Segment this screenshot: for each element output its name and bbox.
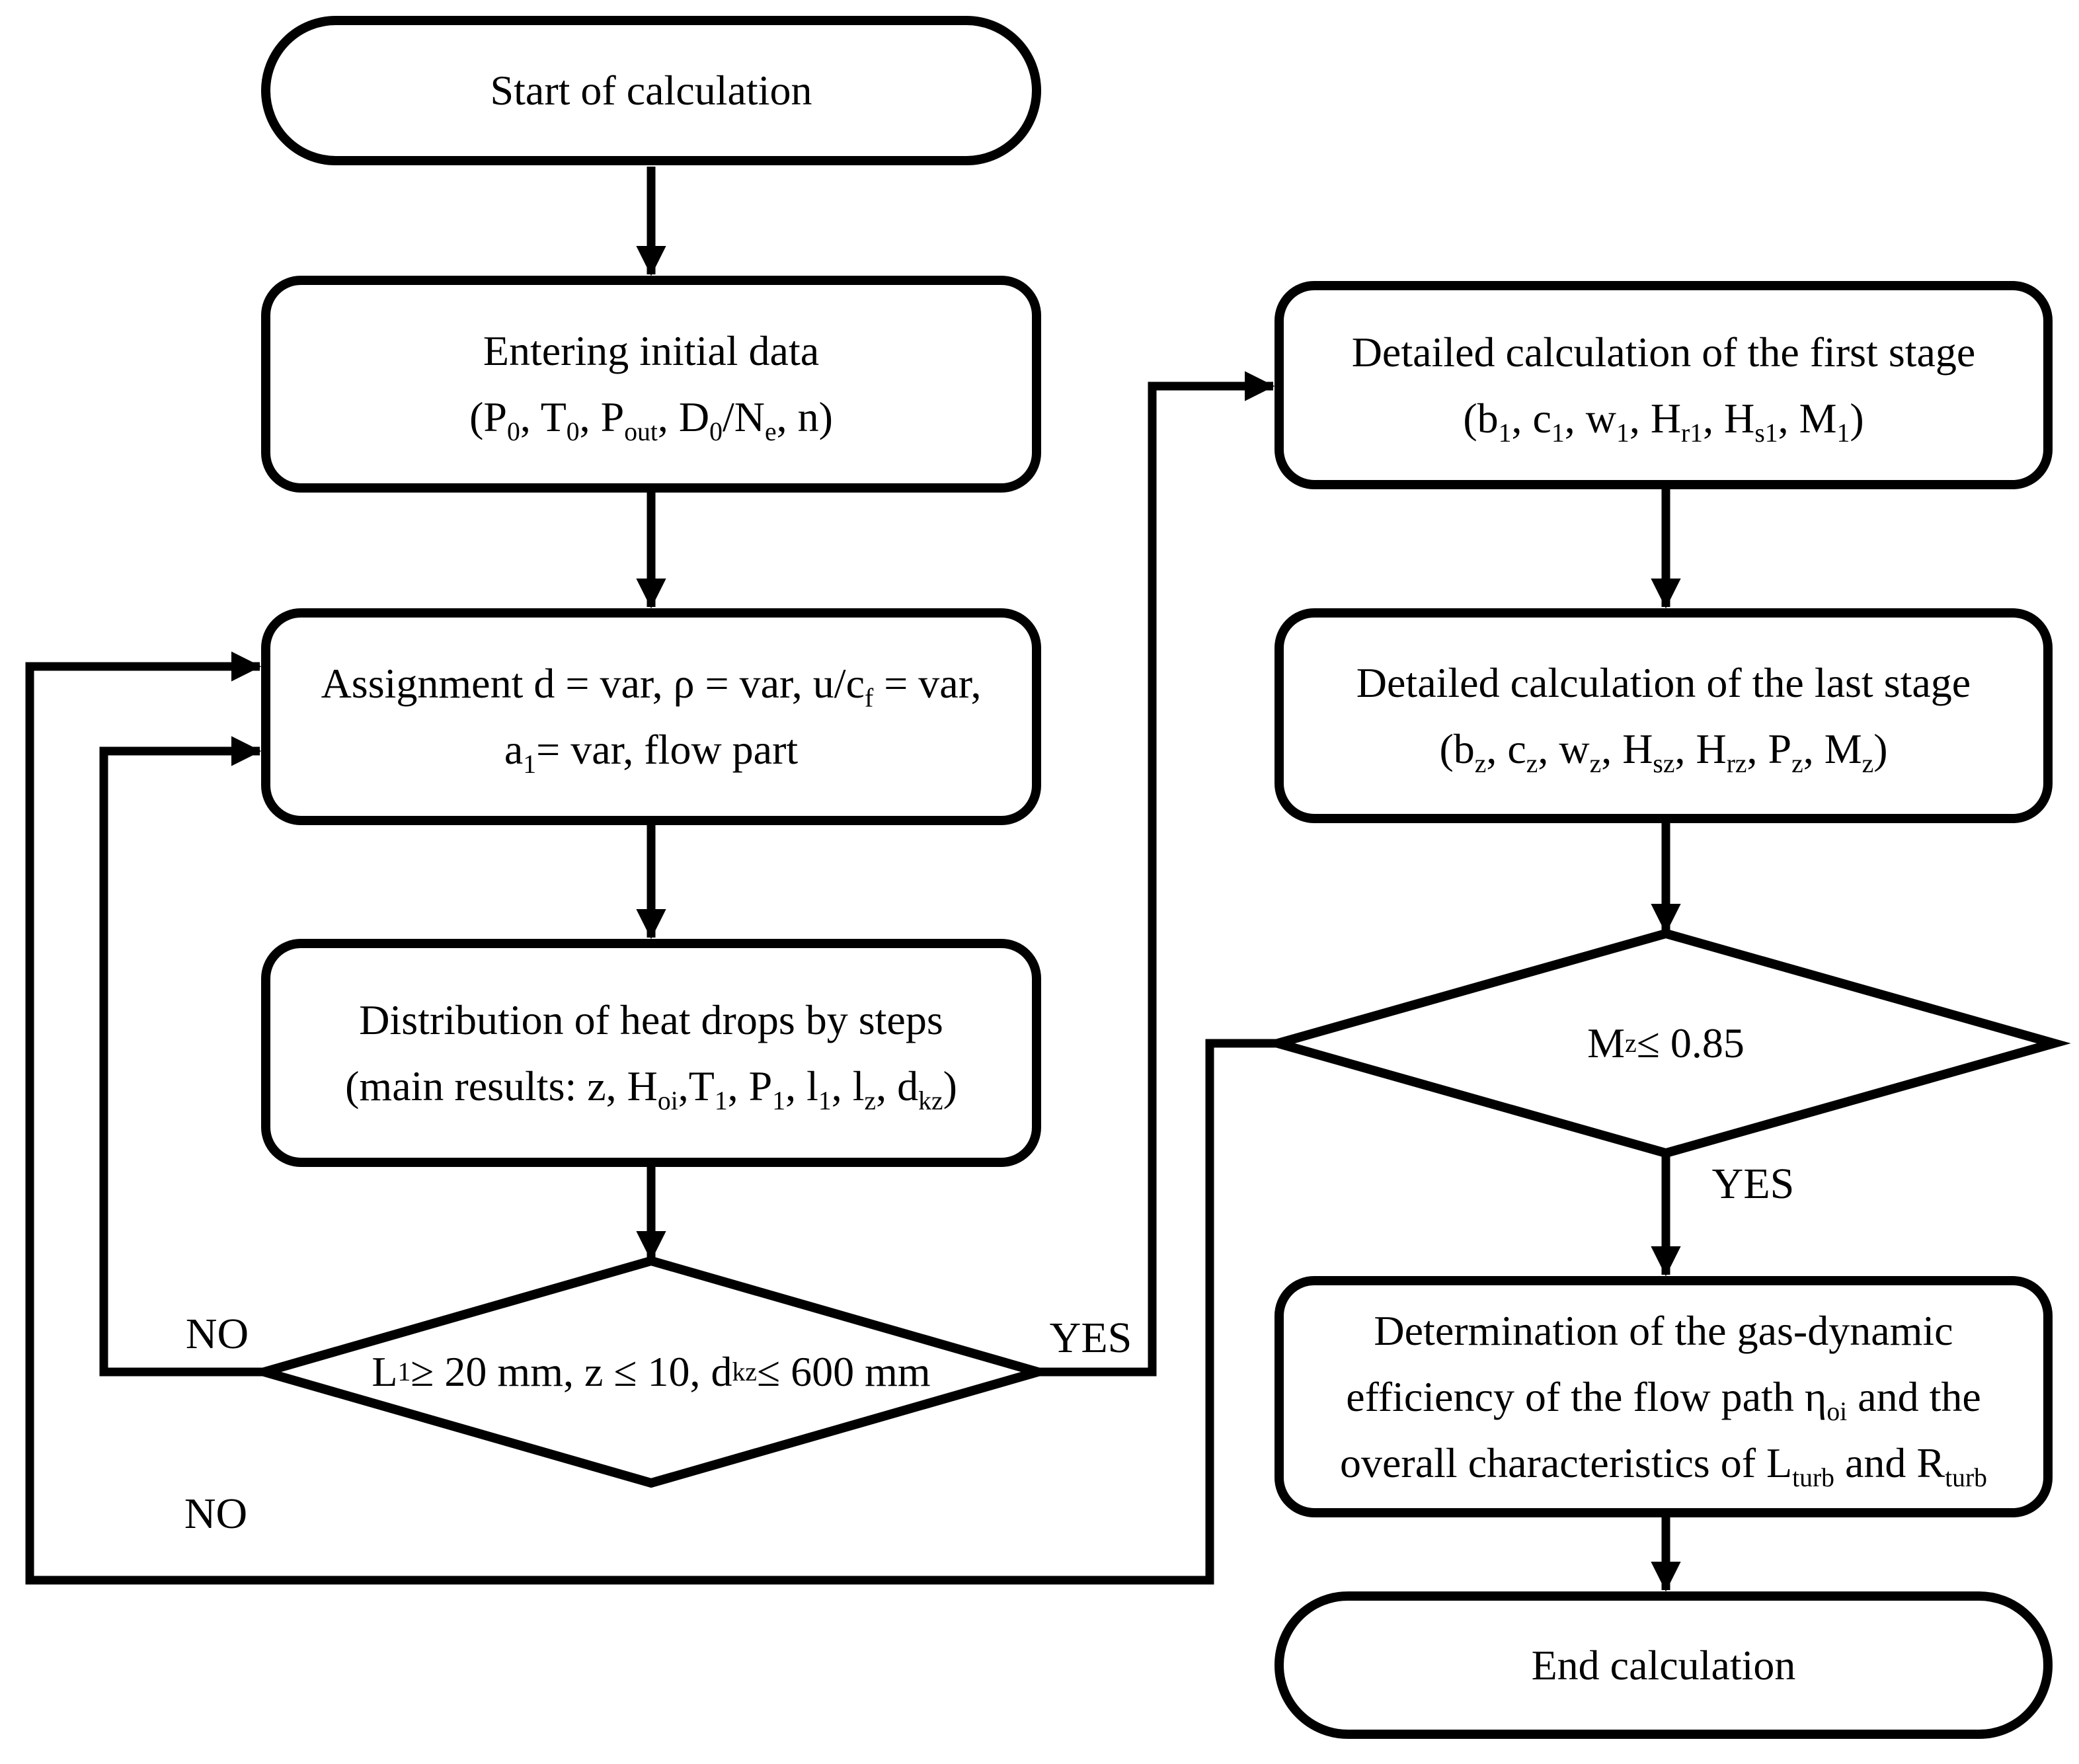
decision1-yes-label: YES [1049,1314,1132,1362]
decision2-no-label: NO [184,1490,248,1538]
node-distribution-line1: Distribution of heat drops by steps [359,996,943,1043]
node-entering-initial-data: Entering initial data (P0, T0, Pout, D0/… [261,276,1041,493]
node-determination-line1: Determination of the gas-dynamic [1374,1306,1953,1354]
edge-decision1-no-assignment [99,736,264,1377]
edge-decision1-yes-first [1038,371,1275,1377]
node-first-line1: Detailed calculation of the first stage [1351,328,1976,376]
node-determination-line3: overall characteristics of Lturb and Rtu… [1340,1439,1987,1492]
edge-decision2-no-assignment [25,651,1278,1585]
decision1-no-label: NO [185,1310,249,1358]
decision1-diamond [247,1256,1055,1488]
node-first-line2: (b1, c1, w1, Hr1, Hs1, M1) [1463,394,1864,448]
decision2-diamond [1261,928,2071,1158]
node-first-stage-calculation: Detailed calculation of the first stage … [1275,281,2053,489]
node-entering-line1: Entering initial data [483,327,820,374]
node-assignment-line2: a1= var, flow part [504,726,799,779]
decision2-yes-label: YES [1711,1160,1795,1208]
node-determination-efficiency: Determination of the gas-dynamic efficie… [1275,1276,2053,1517]
node-determination-line2: efficiency of the flow path ηoi and the [1346,1373,1981,1426]
node-distribution-heat-drops: Distribution of heat drops by steps (mai… [261,939,1041,1167]
node-entering-line2: (P0, T0, Pout, D0/Ne, n) [469,393,833,446]
node-start: Start of calculation [261,16,1041,165]
node-last-line1: Detailed calculation of the last stage [1356,659,1971,706]
node-assignment-line1: Assignment d = var, ρ = var, u/cf = var, [321,660,982,713]
node-end-label: End calculation [1531,1641,1796,1689]
node-distribution-line2: (main results: z, Hoi,T1, P1, l1, lz, dk… [345,1062,957,1115]
node-assignment: Assignment d = var, ρ = var, u/cf = var,… [261,608,1041,825]
node-start-label: Start of calculation [490,67,812,114]
node-end: End calculation [1275,1591,2053,1739]
node-last-stage-calculation: Detailed calculation of the last stage (… [1275,608,2053,823]
node-last-line2: (bz, cz, wz, Hsz, Hrz, Pz, Mz) [1439,725,1888,778]
